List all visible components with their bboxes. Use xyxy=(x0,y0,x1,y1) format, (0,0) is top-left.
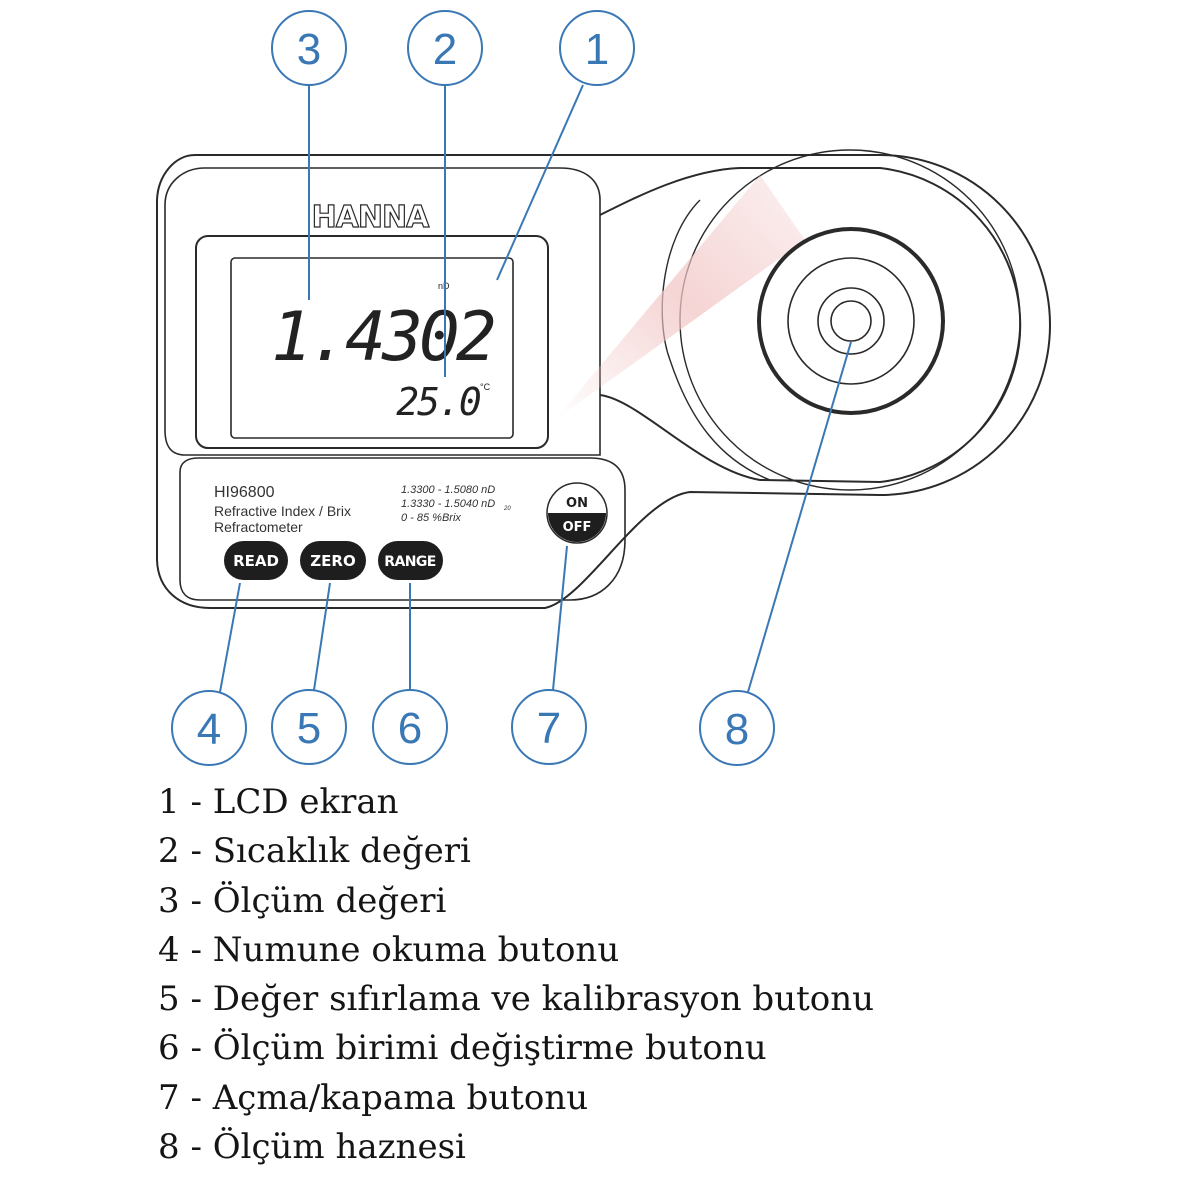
legend-item: 6 - Ölçüm birimi değiştirme butonu xyxy=(158,1028,767,1069)
callout-7-number: 7 xyxy=(537,704,561,753)
range-button-label: RANGE xyxy=(384,554,435,570)
lcd-temperature-value: 25.0 xyxy=(396,380,481,424)
legend-item: 2 - Sıcaklık değeri xyxy=(158,831,471,872)
on-label: ON xyxy=(566,496,588,511)
legend-item: 7 - Açma/kapama butonu xyxy=(158,1077,589,1118)
callout-2-number: 2 xyxy=(433,25,457,74)
description-line1: Refractive Index / Brix xyxy=(214,503,351,519)
callout-4: 4 xyxy=(171,690,247,766)
lcd-temperature-unit: °C xyxy=(480,382,491,392)
description-line2: Refractometer xyxy=(214,519,303,535)
sample-well xyxy=(757,227,945,415)
range-line-1: 1.3300 - 1.5080 nD xyxy=(401,484,495,496)
lcd-measurement-value: 1.4302 xyxy=(271,298,494,377)
zero-button[interactable]: ZERO xyxy=(300,541,366,580)
brand-logo: HANNA xyxy=(312,200,431,235)
callout-8-number: 8 xyxy=(725,705,749,754)
on-off-button[interactable]: ON OFF xyxy=(546,482,608,544)
callout-1: 1 xyxy=(559,10,635,86)
callout-1-number: 1 xyxy=(585,25,609,74)
read-button[interactable]: READ xyxy=(224,541,288,580)
legend-list: 1 - LCD ekran 2 - Sıcaklık değeri 3 - Öl… xyxy=(158,778,1158,1172)
model-label: HI96800 xyxy=(214,484,275,501)
prism-light xyxy=(555,175,805,420)
refractometer-diagram: HANNA 1.4302 nD 25.0 °C HI96800 Refracti… xyxy=(156,10,1051,766)
callout-2: 2 xyxy=(407,10,483,86)
legend-item: 5 - Değer sıfırlama ve kalibrasyon buton… xyxy=(158,979,875,1020)
range-line-2: 1.3330 - 1.5040 nD xyxy=(401,498,495,510)
off-label: OFF xyxy=(563,520,592,535)
callout-3-number: 3 xyxy=(297,25,321,74)
range-button[interactable]: RANGE xyxy=(378,541,443,580)
callout-8: 8 xyxy=(699,690,775,766)
range-line-3: 0 - 85 %Brix xyxy=(401,512,461,524)
zero-button-label: ZERO xyxy=(310,552,355,570)
legend-item: 8 - Ölçüm haznesi xyxy=(158,1127,466,1168)
callout-6-number: 6 xyxy=(398,704,422,753)
lcd-display xyxy=(195,235,549,449)
callout-3: 3 xyxy=(271,10,347,86)
callout-4-number: 4 xyxy=(197,705,221,754)
legend-item: 4 - Numune okuma butonu xyxy=(158,929,620,970)
device-body xyxy=(156,149,1051,609)
read-button-label: READ xyxy=(233,552,279,570)
callout-leaders xyxy=(219,84,852,693)
callout-5: 5 xyxy=(271,689,347,765)
callout-7: 7 xyxy=(511,689,587,765)
legend-item: 3 - Ölçüm değeri xyxy=(158,880,447,921)
callout-6: 6 xyxy=(372,689,448,765)
legend-item: 1 - LCD ekran xyxy=(158,782,399,822)
range-line-2-subscript: 20 xyxy=(503,506,511,512)
callout-5-number: 5 xyxy=(297,704,321,753)
